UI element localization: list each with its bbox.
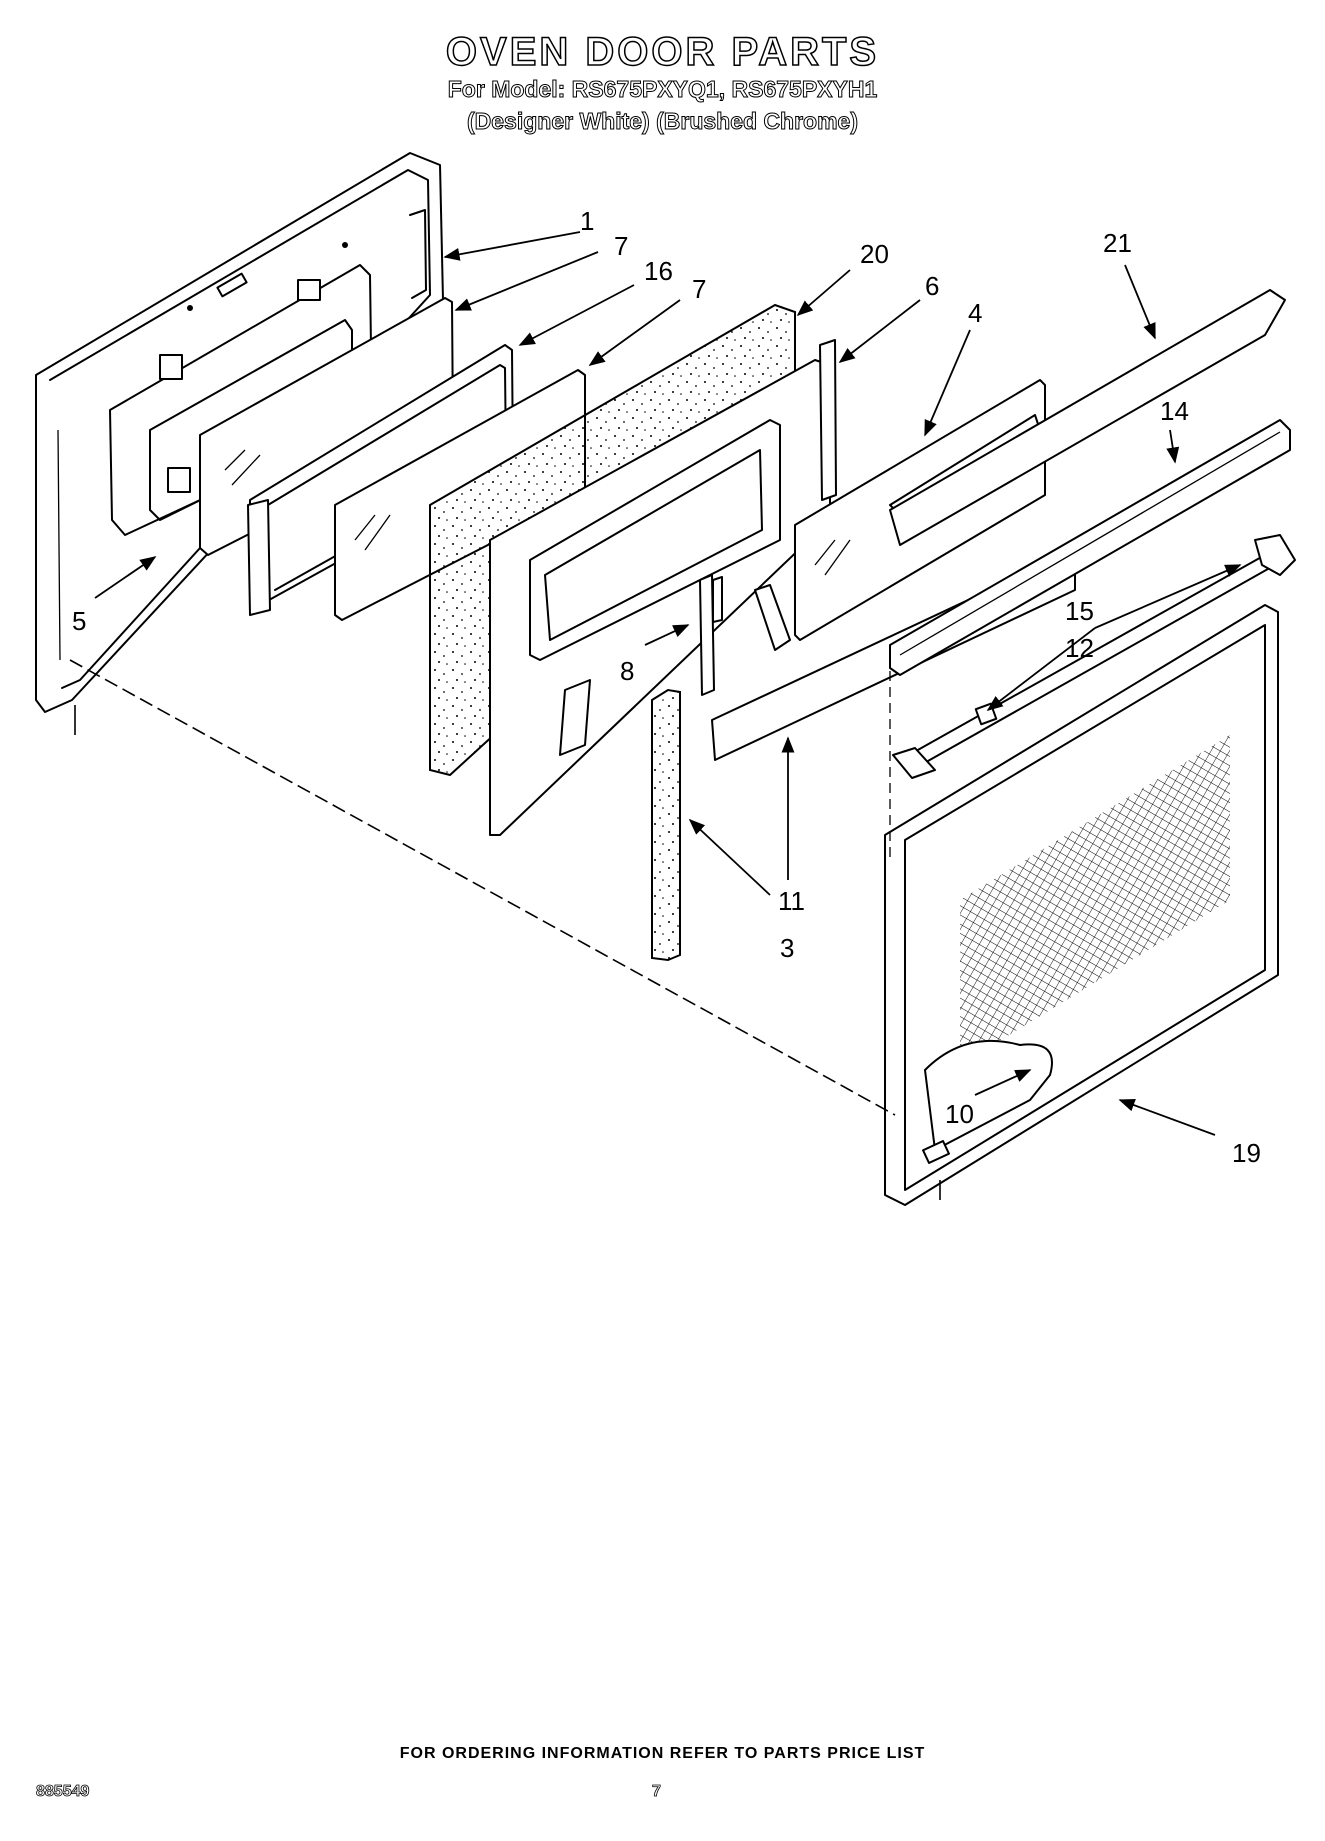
leader-arrows	[94, 231, 1242, 1136]
callout-16: 16	[644, 256, 673, 286]
door-handle-assembly	[892, 534, 1296, 779]
hinge-bracket	[699, 574, 791, 696]
outer-door-panel	[884, 604, 1279, 1206]
handle-trim-bar	[889, 419, 1291, 676]
model-numbers: For Model: RS675PXYQ1, RS675PXYH1	[447, 76, 878, 103]
callout-5: 5	[72, 606, 86, 636]
top-trim-bar	[889, 289, 1286, 546]
document-number: 885549	[36, 1783, 90, 1801]
callout-3: 3	[780, 933, 794, 963]
callout-10: 10	[945, 1099, 974, 1129]
callout-12: 12	[1065, 633, 1094, 663]
callout-21: 21	[1103, 228, 1132, 258]
page-title: OVEN DOOR PARTS	[445, 29, 880, 75]
callout-20: 20	[860, 239, 889, 269]
glass-pack-frame	[247, 344, 514, 616]
finish-options: (Designer White) (Brushed Chrome)	[466, 108, 859, 135]
callout-11: 11	[778, 886, 805, 916]
callout-19: 19	[1232, 1138, 1261, 1168]
callout-15: 15	[1065, 596, 1094, 626]
page-number: 7	[652, 1783, 662, 1801]
callout-6: 6	[925, 271, 939, 301]
inner-door-panel	[489, 339, 837, 836]
side-insulation-strip	[651, 688, 681, 962]
ordering-note: FOR ORDERING INFORMATION REFER TO PARTS …	[399, 1745, 926, 1762]
callout-1: 1	[580, 206, 594, 236]
callout-7-lower: 7	[692, 274, 706, 304]
inner-frame-liner	[109, 264, 373, 536]
callout-14: 14	[1160, 396, 1189, 426]
callout-7-top: 7	[614, 231, 628, 261]
callout-8: 8	[620, 656, 634, 686]
callout-4: 4	[968, 298, 982, 328]
